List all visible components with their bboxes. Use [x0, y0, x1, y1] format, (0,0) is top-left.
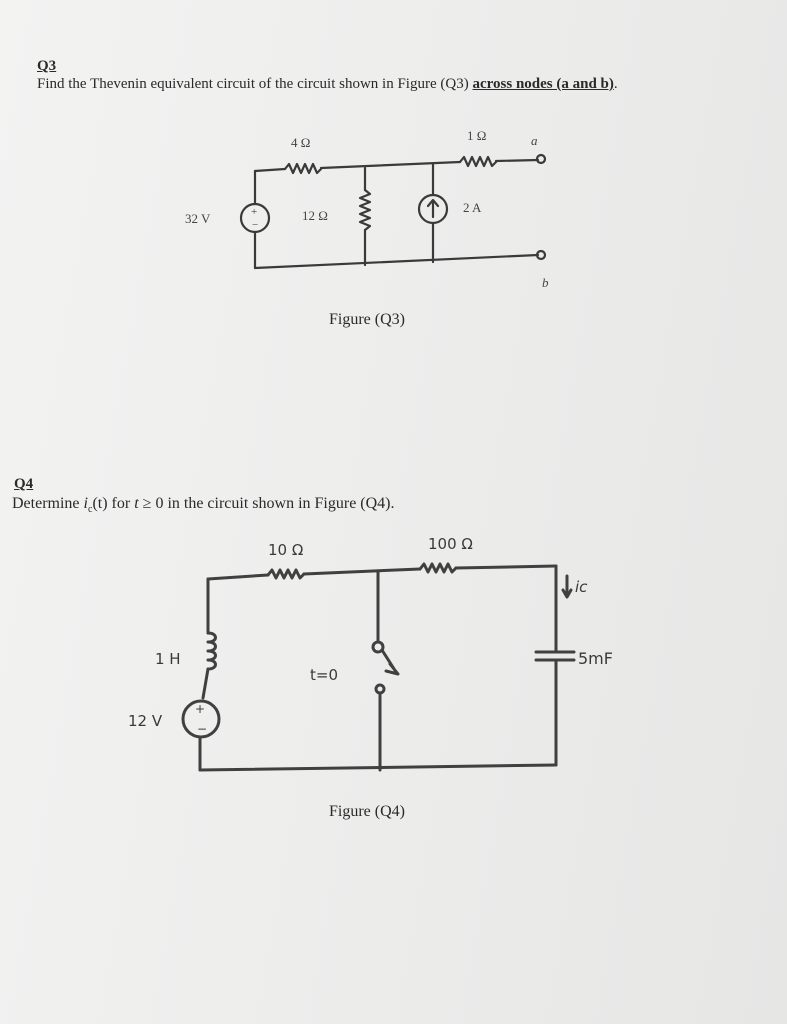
svg-text:+: + [251, 206, 257, 218]
q3-label-4ohm: 4 Ω [291, 135, 310, 150]
q3-resistor-12ohm [358, 188, 372, 232]
q3-label-2a: 2 A [463, 200, 482, 215]
q3-resistor-4ohm [283, 162, 323, 175]
q3-label-12ohm: 12 Ω [302, 208, 328, 223]
q4-var-i: i [83, 495, 88, 512]
q3-label-1ohm: 1 Ω [467, 128, 486, 143]
q3-current-source [417, 193, 449, 225]
q4-wire-left-mid [201, 667, 210, 700]
q4-switch-contact-top [371, 640, 385, 654]
q3-terminal-b [535, 249, 547, 261]
q4-label-12v: 12 V [128, 712, 163, 730]
figure-q3-caption: Figure (Q3) [329, 311, 405, 328]
q4-label-100ohm: 100 Ω [428, 535, 473, 553]
q3-question: Find the Thevenin equivalent circuit of … [37, 76, 618, 93]
q4-label-10ohm: 10 Ω [268, 541, 303, 559]
q4-resistor-100ohm [418, 562, 458, 574]
q4-capacitor [534, 650, 576, 662]
q4-label: Q4 [14, 476, 34, 492]
svg-text:−: − [252, 219, 258, 231]
svg-text:+: + [195, 702, 205, 716]
q3-label: Q3 [37, 58, 57, 74]
q4-wire-top-right [454, 564, 558, 570]
q3-label-a: a [531, 133, 538, 148]
q3-terminal-a [535, 153, 547, 165]
q3-question-end: . [613, 76, 618, 92]
svg-text:−: − [197, 722, 207, 736]
q4-resistor-10ohm [266, 568, 306, 580]
q4-var-sub: c [87, 504, 93, 516]
q3-current-arrow [426, 198, 440, 219]
q4-switch-arm [380, 648, 400, 676]
q4-wire-top-mid [302, 567, 422, 576]
figure-q4-caption: Figure (Q4) [329, 803, 405, 820]
q4-text-mid: (t) for [92, 495, 135, 512]
q4-wire-bottom [198, 763, 558, 772]
q4-label-1h: 1 H [155, 650, 181, 668]
q4-text-post: ≥ 0 in the circuit shown in Figure (Q4). [138, 495, 395, 512]
q4-text-pre: Determine [12, 495, 84, 512]
q3-label-b: b [542, 275, 549, 290]
q3-label-32v: 32 V [185, 211, 211, 226]
q3-wire-top-mid [319, 160, 462, 170]
q3-wire-bottom [253, 253, 540, 270]
q4-wire-top-left [206, 573, 270, 581]
q4-inductor [206, 631, 217, 671]
q4-current-arrow [561, 574, 573, 599]
q4-switch-contact-bottom [374, 683, 386, 695]
q4-label-switch: t=0 [310, 666, 338, 684]
q3-wire-to-a [494, 158, 540, 163]
q4-question: Determine ic(t) for t ≥ 0 in the circuit… [12, 495, 395, 515]
q3-wire-top-left [253, 167, 287, 173]
q3-question-text: Find the Thevenin equivalent circuit of … [37, 76, 473, 92]
q4-var-t: t [134, 495, 139, 512]
q4-label-5mf: 5mF [578, 649, 613, 668]
q3-emphasis: across nodes (a and b) [472, 76, 614, 92]
q3-resistor-1ohm [458, 155, 498, 168]
q3-voltage-source [239, 202, 271, 234]
q4-label-ic: ic [575, 578, 588, 596]
